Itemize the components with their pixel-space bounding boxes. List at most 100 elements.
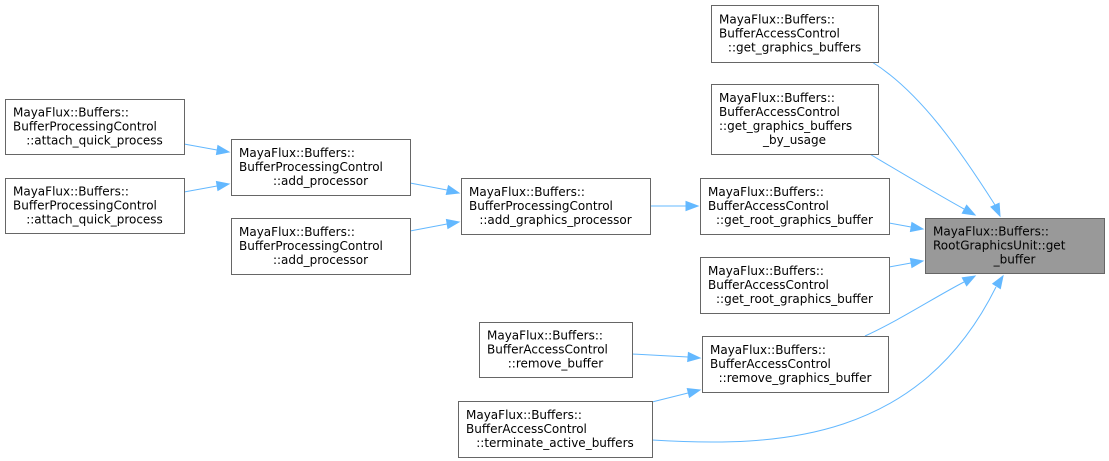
arrowhead-icon [215, 144, 231, 156]
node-label-line: BufferAccessControl [719, 27, 840, 41]
node-box [700, 178, 890, 235]
node-label-line: ::add_graphics_processor [479, 213, 631, 227]
edge-line [183, 185, 218, 193]
arrowhead-icon [686, 387, 702, 399]
arrowhead-icon [445, 184, 461, 196]
arrowhead-icon [909, 221, 925, 233]
node-label-line: ::remove_buffer [508, 357, 604, 371]
node-label-line: BufferProcessingControl [239, 239, 383, 253]
node-get-graphics-buffers[interactable]: MayaFlux::Buffers::BufferAccessControl::… [711, 5, 879, 63]
node-box [702, 336, 889, 393]
node-target: MayaFlux::Buffers::RootGraphicsUnit::get… [925, 218, 1105, 274]
arrowhead-icon [909, 257, 925, 269]
node-label-line: BufferProcessingControl [239, 160, 383, 174]
node-box [231, 218, 411, 275]
edge-add_processor_1-to-add_graphics_processor [409, 182, 461, 196]
node-box [711, 5, 879, 63]
node-get-root-graphics-buffer-2[interactable]: MayaFlux::Buffers::BufferAccessControl::… [700, 257, 890, 314]
node-label-line: MayaFlux::Buffers:: [469, 185, 585, 199]
edge-line [888, 222, 912, 228]
arrowhead-icon [445, 218, 461, 230]
node-attach-quick-process-1[interactable]: MayaFlux::Buffers::BufferProcessingContr… [5, 99, 185, 155]
node-label-line: BufferAccessControl [466, 422, 587, 436]
node-label-line: ::get_root_graphics_buffer [716, 292, 873, 306]
edge-line [651, 286, 997, 443]
node-label-line: MayaFlux::Buffers:: [719, 13, 835, 27]
node-label-line: MayaFlux::Buffers:: [708, 264, 824, 278]
node-label-line: BufferProcessingControl [469, 199, 613, 213]
node-label-line: BufferProcessingControl [13, 120, 157, 134]
edge-attach_quick_process_2-to-add_processor_1 [183, 180, 231, 193]
node-box [461, 178, 651, 235]
node-label-line: ::terminate_active_buffers [476, 436, 634, 450]
node-label-line: ::add_processor [273, 253, 368, 267]
node-label-line: MayaFlux::Buffers:: [708, 185, 824, 199]
node-label-line: MayaFlux::Buffers:: [719, 91, 835, 105]
edge-add_graphics_processor-to-get_root_graphics_buffer_1 [650, 200, 700, 212]
edge-remove_graphics_buffer-to-target [864, 275, 977, 337]
node-label-line: ::attach_quick_process [26, 213, 163, 227]
edge-get_graphics_buffers_by_usage-to-target [867, 152, 977, 216]
node-add-graphics-processor[interactable]: MayaFlux::Buffers::BufferProcessingContr… [461, 178, 651, 235]
arrowhead-icon [687, 351, 702, 363]
node-add-processor-1[interactable]: MayaFlux::Buffers::BufferProcessingContr… [231, 139, 411, 196]
node-box [231, 139, 411, 196]
node-attach-quick-process-2[interactable]: MayaFlux::Buffers::BufferProcessingContr… [5, 178, 185, 234]
edge-line [864, 281, 965, 337]
node-label-line: BufferAccessControl [487, 343, 608, 357]
node-label-line: _buffer [993, 253, 1036, 267]
node-label-line: MayaFlux::Buffers:: [13, 185, 129, 199]
node-box [479, 322, 633, 378]
edge-line [409, 182, 448, 191]
arrowhead-icon [961, 204, 977, 216]
nodes: MayaFlux::Buffers::RootGraphicsUnit::get… [5, 5, 1105, 458]
node-label-line: BufferAccessControl [708, 199, 829, 213]
edge-line [183, 143, 218, 151]
node-label-line: MayaFlux::Buffers:: [239, 146, 355, 160]
node-box [5, 99, 185, 155]
node-label-line: ::add_processor [273, 174, 368, 188]
edge-get_root_graphics_buffer_1-to-target [888, 221, 925, 233]
edge-remove_buffer-to-remove_graphics_buffer [631, 351, 702, 363]
arrowhead-icon [215, 180, 231, 192]
node-label-line: ::get_graphics_buffers [728, 41, 861, 55]
node-label-line: MayaFlux::Buffers:: [710, 343, 826, 357]
node-get-graphics-buffers-by-usage[interactable]: MayaFlux::Buffers::BufferAccessControl::… [711, 84, 879, 155]
node-label-line: MayaFlux::Buffers:: [239, 225, 355, 239]
node-label-line: ::attach_quick_process [26, 134, 163, 148]
arrowhead-icon [685, 200, 700, 212]
edge-attach_quick_process_1-to-add_processor_1 [183, 143, 231, 156]
node-get-root-graphics-buffer-1[interactable]: MayaFlux::Buffers::BufferAccessControl::… [700, 178, 890, 235]
node-label-line: BufferAccessControl [719, 105, 840, 119]
node-box [925, 218, 1105, 274]
node-label-line: MayaFlux::Buffers:: [487, 329, 603, 343]
arrowhead-icon [990, 202, 1001, 218]
edge-terminate_active_buffers-to-remove_graphics_buffer [651, 387, 702, 403]
edge-line [888, 262, 912, 268]
arrowhead-icon [991, 274, 1004, 290]
node-remove-graphics-buffer[interactable]: MayaFlux::Buffers::BufferAccessControl::… [702, 336, 889, 393]
node-box [700, 257, 890, 314]
edge-line [867, 152, 965, 210]
node-label-line: BufferAccessControl [710, 357, 831, 371]
node-add-processor-2[interactable]: MayaFlux::Buffers::BufferProcessingContr… [231, 218, 411, 275]
node-label-line: ::get_root_graphics_buffer [716, 213, 873, 227]
node-terminate-active-buffers[interactable]: MayaFlux::Buffers::BufferAccessControl::… [458, 401, 653, 458]
node-label-line: _by_usage [762, 133, 826, 147]
edge-line [871, 61, 996, 206]
edges [183, 61, 1004, 443]
node-remove-buffer[interactable]: MayaFlux::Buffers::BufferAccessControl::… [479, 322, 633, 378]
node-label-line: BufferProcessingControl [13, 199, 157, 213]
edge-terminate_active_buffers-to-target [651, 274, 1004, 443]
arrowhead-icon [961, 275, 977, 287]
node-label-line: ::remove_graphics_buffer [719, 371, 872, 385]
node-label-line: MayaFlux::Buffers:: [466, 408, 582, 422]
node-box [5, 178, 185, 234]
node-box [458, 401, 653, 458]
node-label-line: MayaFlux::Buffers:: [933, 225, 1049, 239]
edge-line [631, 353, 689, 358]
node-label-line: ::get_graphics_buffers [719, 119, 852, 133]
edge-get_root_graphics_buffer_2-to-target [888, 257, 925, 269]
node-label-line: BufferAccessControl [708, 278, 829, 292]
